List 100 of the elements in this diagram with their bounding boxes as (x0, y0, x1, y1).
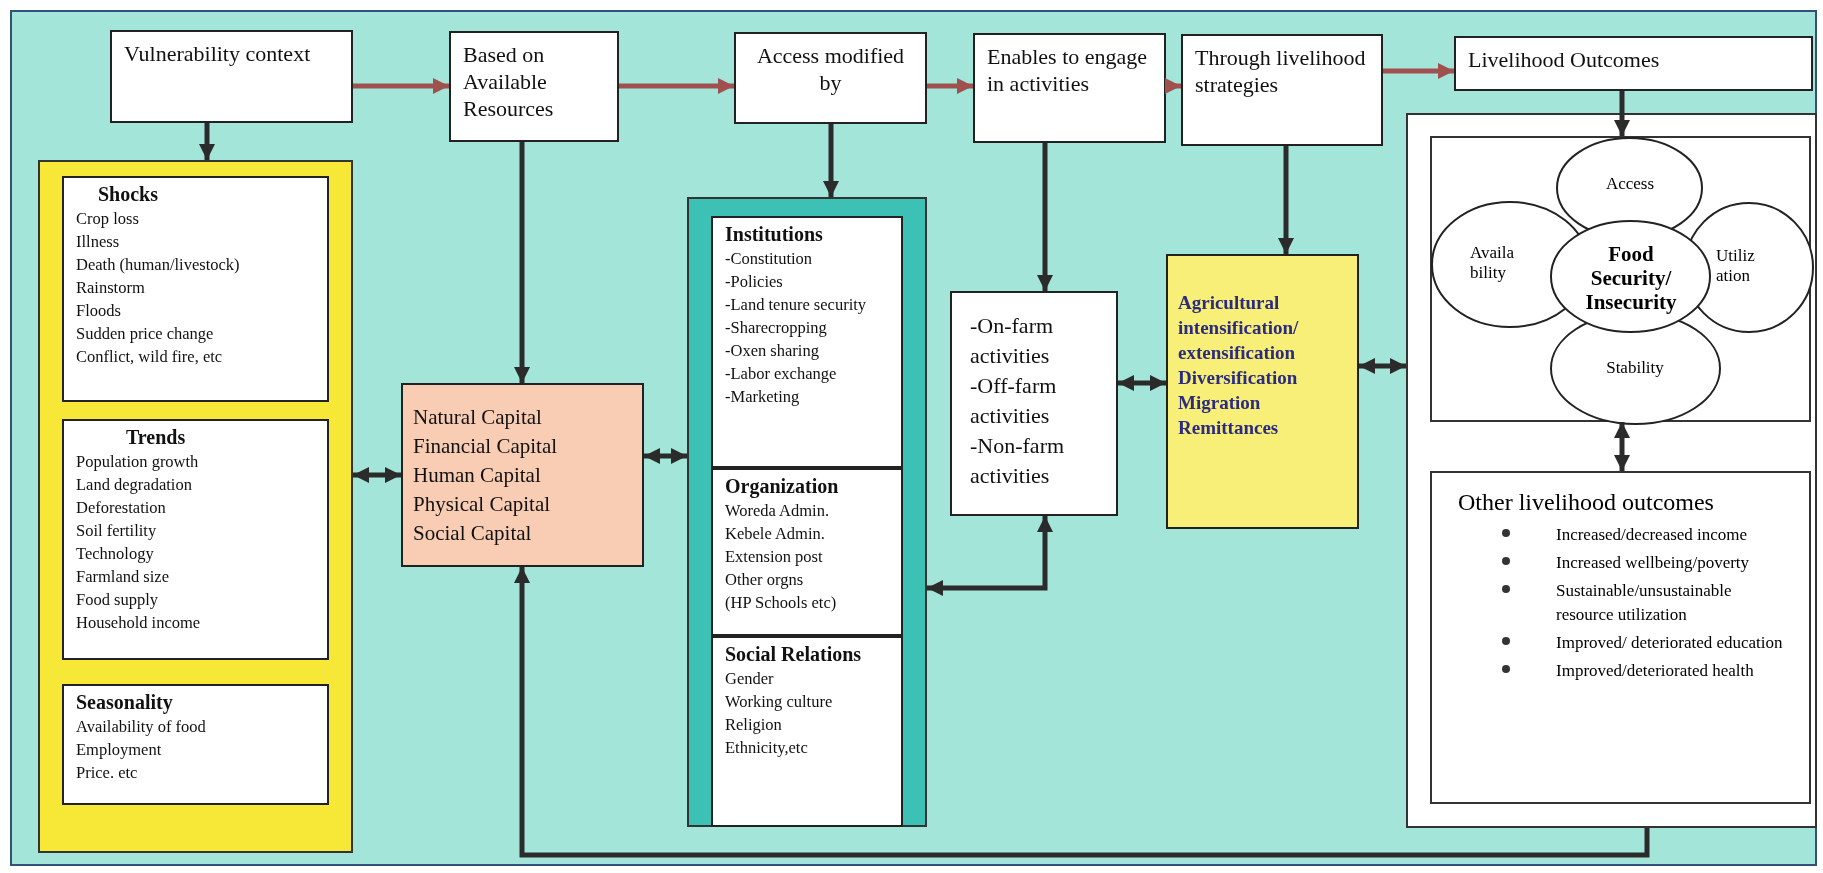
list-item: Improved/deteriorated health (1498, 659, 1788, 683)
list-item: Land degradation (76, 474, 193, 496)
list-item: -Off-farm activities (970, 372, 1058, 430)
list-item: -Land tenure security (725, 294, 868, 316)
list-item: Food supply (76, 589, 160, 611)
step-label: Enables to engage in activities (987, 43, 1149, 97)
list-item: Farmland size (76, 566, 170, 588)
step-box (1181, 34, 1383, 146)
arrow (1278, 146, 1294, 254)
list-item: Woreda Admin. (725, 500, 831, 522)
list-item: -Sharecropping (725, 317, 828, 339)
list-item: (HP Schools etc) (725, 592, 838, 614)
capital-box (401, 383, 644, 567)
arrow (1614, 91, 1630, 136)
list-item: Household income (76, 612, 202, 634)
list-item: Sustainable/unsustainable resource utilization (1498, 579, 1788, 627)
list-item: Human Capital (413, 462, 542, 489)
arrow (353, 467, 401, 483)
arrow (823, 124, 839, 197)
factor-box (62, 419, 329, 660)
list-item: Remittances (1178, 416, 1280, 440)
list-item: Kebele Admin. (725, 523, 826, 545)
list-item: -Policies (725, 271, 784, 293)
list-item: Deforestation (76, 497, 167, 519)
step-label: Vulnerability context (124, 40, 312, 67)
list-item: Migration (1178, 391, 1262, 415)
step-box (110, 30, 353, 123)
list-item: Extension post (725, 546, 824, 568)
box-heading: Institutions (725, 222, 824, 247)
list-item: Ethnicity,etc (725, 737, 809, 759)
step-box (1454, 36, 1813, 91)
list-item: Other orgns (725, 569, 805, 591)
group-panel (1406, 113, 1817, 828)
arrow (353, 78, 449, 94)
arrow (199, 123, 215, 160)
ellipse-label: Food Security/ Insecurity (1584, 242, 1678, 314)
list-item: -Constitution (725, 248, 814, 270)
ellipse-label: Availa bility (1470, 243, 1516, 283)
outcome-box (1430, 471, 1811, 804)
arrow (1037, 143, 1053, 291)
list-item: -Non-farm activities (970, 432, 1066, 490)
step-box (449, 31, 619, 142)
list-item: Agricultural intensification/ extensification (1178, 291, 1300, 365)
box-heading: Trends (125, 425, 187, 450)
list-item: Rainstorm (76, 277, 146, 299)
ellipse-label: Utiliz ation (1716, 246, 1756, 286)
list-item: Social Capital (413, 520, 533, 547)
list-item: -Marketing (725, 386, 801, 408)
factor-box (711, 216, 903, 468)
arrow (1165, 78, 1181, 94)
list-item: Physical Capital (413, 491, 552, 518)
list-item: Crop loss (76, 208, 140, 230)
list-item: Sudden price change (76, 323, 215, 345)
list-item: Conflict, wild fire, etc (76, 346, 224, 368)
arrow (1118, 375, 1166, 391)
list-item: Increased wellbeing/poverty (1498, 551, 1788, 575)
arrow (514, 567, 1650, 858)
step-box (734, 32, 927, 124)
arrow (644, 448, 687, 464)
step-label: Access modified by (755, 42, 906, 96)
list-item: Death (human/livestock) (76, 254, 241, 276)
step-label: Based on Available Resources (463, 41, 555, 122)
ellipse-label: Access (1604, 174, 1656, 194)
arrow (1614, 422, 1630, 471)
list-item: Population growth (76, 451, 200, 473)
arrow (514, 142, 530, 383)
factor-box (711, 468, 903, 636)
group-panel (687, 197, 927, 827)
list-item: Increased/decreased income (1498, 523, 1788, 547)
list-item: Gender (725, 668, 775, 690)
factor-box (62, 176, 329, 402)
arrow (1359, 358, 1406, 374)
list-item: Natural Capital (413, 404, 543, 431)
arrow (619, 78, 734, 94)
list-item: Technology (76, 543, 155, 565)
step-label: Livelihood Outcomes (1468, 46, 1661, 73)
list-item: Working culture (725, 691, 834, 713)
box-heading: Other livelihood outcomes (1458, 488, 1715, 517)
list-item: Improved/ deteriorated education (1498, 631, 1788, 655)
step-box (973, 33, 1166, 143)
list-item: Religion (725, 714, 783, 736)
list-item: Diversification (1178, 366, 1299, 390)
box-heading: Social Relations (725, 642, 863, 667)
list-item: Floods (76, 300, 122, 322)
arrow (927, 516, 1053, 596)
ellipse-label: Stability (1605, 358, 1665, 378)
step-label: Through livelihood strategies (1195, 44, 1367, 98)
list-item: Price. etc (76, 762, 139, 784)
list-item: Availability of food (76, 716, 207, 738)
factor-box (62, 684, 329, 805)
list-item: Illness (76, 231, 121, 253)
box-heading: Organization (725, 474, 840, 499)
list-item: Financial Capital (413, 433, 559, 460)
factor-box (711, 636, 903, 827)
activity-box (950, 291, 1118, 516)
arrow (1383, 63, 1454, 79)
list-item: Employment (76, 739, 163, 761)
list-item: -On-farm activities (970, 312, 1055, 370)
box-heading: Shocks (97, 182, 160, 207)
list-item: -Oxen sharing (725, 340, 820, 362)
